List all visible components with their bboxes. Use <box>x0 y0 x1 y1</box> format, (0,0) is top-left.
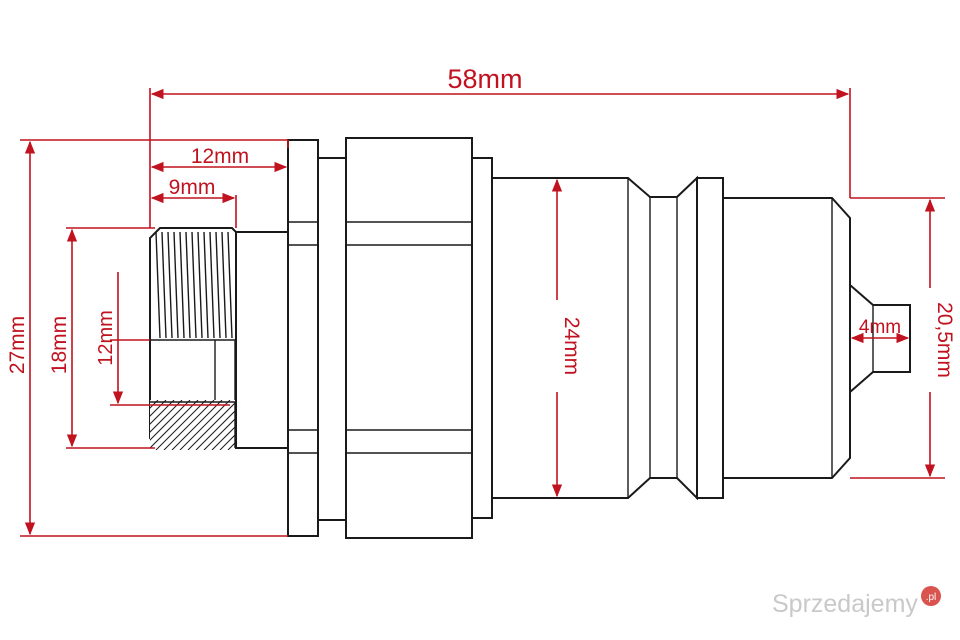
hatch-line <box>211 400 235 450</box>
flange <box>287 139 319 537</box>
hatch-line <box>155 400 207 450</box>
thread-line <box>155 231 161 339</box>
main-body <box>491 175 698 501</box>
thread-line <box>161 231 167 339</box>
watermark-suffix: .pl <box>926 592 937 603</box>
hatch-line <box>187 400 235 450</box>
thread-line <box>221 231 227 339</box>
watermark-logo-icon <box>921 586 941 606</box>
hatch-line <box>163 400 215 450</box>
tail-body <box>722 197 851 479</box>
thread-line <box>197 231 203 339</box>
dim-label-overall-length: 58mm <box>447 64 522 94</box>
dimension-labels: 58mm 12mm 9mm 27mm 18mm 12mm 24mm 4mm 20… <box>6 64 956 392</box>
coupling-outline <box>149 137 911 539</box>
watermark-text: Sprzedajemy <box>772 590 918 618</box>
hatch-line <box>171 400 223 450</box>
thread-line <box>209 231 215 339</box>
hatch-line <box>195 400 235 450</box>
hatch-line <box>150 400 183 450</box>
threaded-section <box>149 227 271 450</box>
hatch-line <box>203 400 235 450</box>
dim-label-thread-inner: 12mm <box>95 310 117 366</box>
thread-line <box>179 231 185 339</box>
neck <box>235 231 289 449</box>
dim-label-overall-height: 27mm <box>6 316 29 374</box>
thread-line <box>203 231 209 339</box>
hatch-line <box>219 400 235 450</box>
thread-line <box>167 231 173 339</box>
dim-label-thread-outer: 18mm <box>48 316 71 374</box>
hex-nut <box>345 137 473 539</box>
spacer <box>317 157 347 521</box>
hatch-line <box>150 400 191 450</box>
hatch-line <box>150 400 167 450</box>
dim-label-tip-diameter: 4mm <box>859 317 901 338</box>
dim-label-end-diameter: 20,5mm <box>933 302 956 378</box>
watermark: Sprzedajemy .pl <box>772 586 941 618</box>
thread-line <box>173 231 179 339</box>
dim-label-thread-length: 9mm <box>169 176 216 199</box>
hatch-line <box>150 400 199 450</box>
dim-label-body-diameter: 24mm <box>560 317 583 375</box>
thread-line <box>227 231 233 339</box>
dim-label-threaded-section: 12mm <box>191 145 249 168</box>
collar <box>471 157 493 519</box>
dimension-lines <box>20 88 945 537</box>
hatch-line <box>150 400 151 450</box>
thread-line <box>215 231 221 339</box>
thread-line <box>185 231 191 339</box>
hatch-line <box>179 400 231 450</box>
hatch-line <box>150 400 175 450</box>
ring <box>696 177 724 499</box>
thread-line <box>191 231 197 339</box>
